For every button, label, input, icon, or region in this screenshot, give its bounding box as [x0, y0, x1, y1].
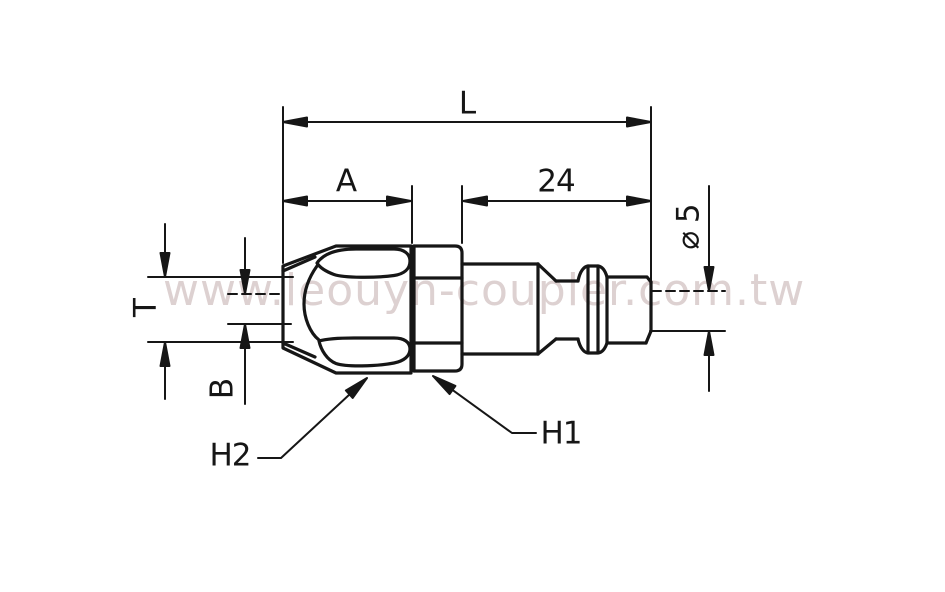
- dim-A: [282, 185, 413, 244]
- dimension-lines: [147, 106, 726, 459]
- label-tip-diameter: ⌀ 5: [670, 204, 707, 250]
- label-dim-b: B: [204, 378, 241, 400]
- label-plug-length: 24: [537, 163, 575, 200]
- label-hex-h1: H1: [540, 415, 582, 452]
- dim-tip-diameter: [649, 185, 726, 392]
- leader-H2: [257, 377, 368, 459]
- dim-L: [282, 106, 652, 282]
- hex-nut-outline: [412, 244, 464, 373]
- plug-body-outline: [460, 262, 653, 356]
- label-dim-a: A: [335, 163, 357, 200]
- dim-T: [147, 223, 294, 400]
- label-dim-t: T: [127, 299, 164, 317]
- label-hex-h2: H2: [209, 437, 251, 474]
- grip-nut-outline: [281, 244, 413, 375]
- label-overall-length: L: [458, 85, 476, 122]
- leader-H1: [432, 375, 537, 434]
- dim-24: [461, 185, 652, 244]
- dim-B: [227, 237, 292, 405]
